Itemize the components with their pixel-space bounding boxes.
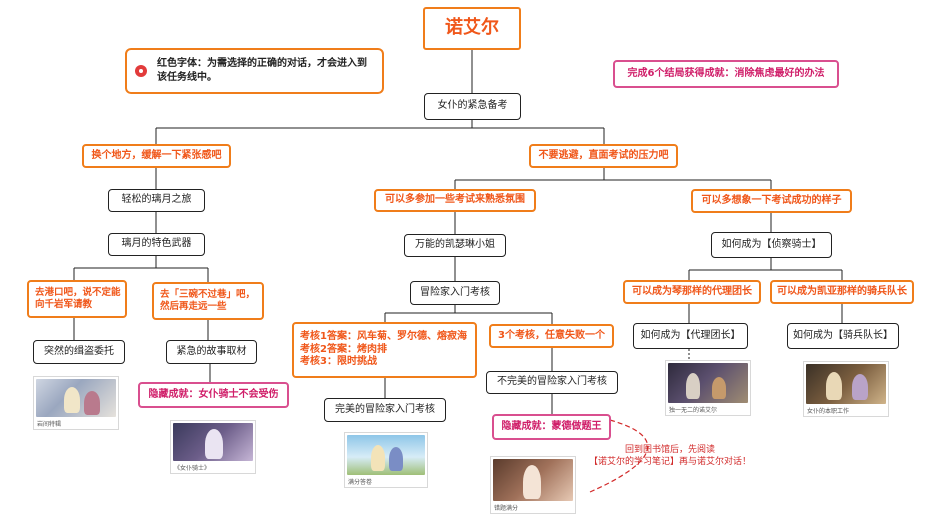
thumbnail-perfect-score: 满分答卷	[344, 432, 428, 488]
thumbnail-caption: 女仆的本职工作	[807, 408, 850, 415]
answer-3: 考核3：限时挑战	[300, 356, 377, 368]
thumbnail-caption: 独一无二的诺艾尔	[669, 407, 718, 414]
choice-harbor: 去港口吧，说不定能向千岩军请教	[27, 280, 127, 318]
hidden-achievement-maid-knight: 隐藏成就：女仆骑士不会受伤	[138, 382, 289, 408]
choice-face-pressure: 不要逃避，直面考试的压力吧	[529, 144, 678, 168]
hint-line-2: 【诺艾尔的学习笔记】再与诺艾尔对话！	[588, 457, 751, 468]
achievement-note: 完成6个结局获得成就：消除焦虑最好的办法	[613, 60, 839, 88]
thumbnail-unique-noelle: 独一无二的诺艾尔	[665, 360, 751, 416]
choice-cavalry-captain: 可以成为凯亚那样的骑兵队长	[770, 280, 914, 304]
hint-line-1: 回到图书馆后，先阅读	[624, 445, 715, 455]
red-circle-icon	[135, 65, 147, 77]
choice-acting-grandmaster: 可以成为琴那样的代理团长	[623, 280, 761, 304]
node-liyue-trip: 轻松的璃月之旅	[108, 189, 205, 212]
thumbnail-liyue-harbor: 岩间特辑	[33, 376, 119, 430]
thumbnail-caption: 错题满分	[494, 505, 519, 512]
hint-red-text: 回到图书馆后，先阅读 【诺艾尔的学习笔记】再与诺艾尔对话！	[585, 444, 755, 468]
thumbnail-caption: 《女仆骑士》	[174, 465, 211, 472]
choice-three-bowls: 去「三碗不过巷」吧，然后再走远一些	[152, 282, 264, 320]
choice-fail-one: 3个考核，任意失败一个	[489, 324, 614, 348]
thumbnail-caption: 岩间特辑	[37, 421, 62, 428]
node-acting-grandmaster: 如何成为【代理团长】	[633, 323, 748, 349]
node-adventurer-exam: 冒险家入门考核	[410, 281, 500, 305]
choice-more-exams: 可以多参加一些考试来熟悉氛围	[374, 189, 536, 212]
node-perfect-exam: 完美的冒险家入门考核	[324, 398, 446, 422]
node-story-material: 紧急的故事取材	[166, 340, 257, 364]
legend-note-text: 红色字体：为需选择的正确的对话，才会进入到该任务线中。	[157, 58, 367, 83]
thumbnail-caption: 满分答卷	[348, 479, 373, 486]
exam-answers: 考核1答案：风车菊、罗尔德、熔寂海 考核2答案：烤肉排 考核3：限时挑战	[292, 322, 477, 378]
choice-imagine-success: 可以多想象一下考试成功的样子	[691, 189, 852, 213]
root-node: 诺艾尔	[423, 7, 521, 50]
node-cavalry-captain: 如何成为【骑兵队长】	[787, 323, 899, 349]
node-imperfect-exam: 不完美的冒险家入门考核	[486, 371, 618, 394]
choice-change-place: 换个地方，缓解一下紧张感吧	[82, 144, 231, 168]
answer-2: 考核2答案：烤肉排	[300, 343, 387, 355]
legend-note: 红色字体：为需选择的正确的对话，才会进入到该任务线中。	[125, 48, 384, 94]
thumbnail-maid-duty: 女仆的本职工作	[803, 361, 889, 417]
node-katheryne: 万能的凯瑟琳小姐	[404, 234, 506, 257]
thumbnail-maid-knight: 《女仆骑士》	[170, 420, 256, 474]
hidden-achievement-quiz-king: 隐藏成就：蒙德做题王	[492, 414, 611, 440]
node-scout-knight: 如何成为【侦察骑士】	[711, 232, 832, 258]
thumbnail-wrong-answers: 错题满分	[490, 456, 576, 514]
node-theft-commission: 突然的缉盗委托	[33, 340, 125, 364]
answer-1: 考核1答案：风车菊、罗尔德、熔寂海	[300, 331, 467, 343]
quest-emergency-exam: 女仆的紧急备考	[424, 93, 521, 120]
node-liyue-weapon: 璃月的特色武器	[108, 233, 205, 256]
